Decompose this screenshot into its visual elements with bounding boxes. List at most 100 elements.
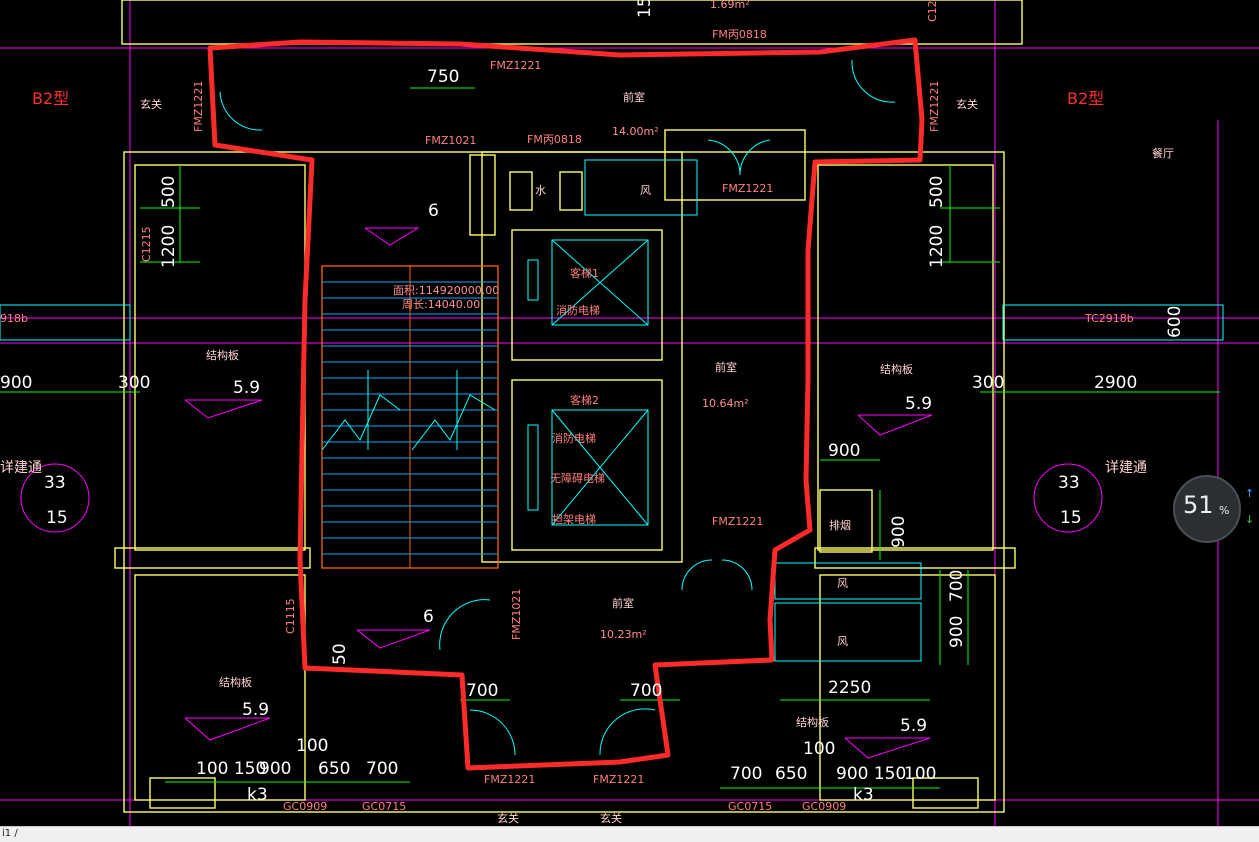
tag-gc0715-left: GC0715 (362, 800, 406, 813)
room-wind-r1: 风 (837, 577, 848, 590)
zoom-unit: % (1219, 504, 1230, 517)
dim-700-br: 700 (630, 681, 662, 701)
room-smoke: 排烟 (829, 518, 851, 532)
axis-33-left: 33 (44, 473, 66, 493)
dim-700-left-2: 700 (366, 759, 398, 779)
dim-500-right: 500 (927, 176, 947, 208)
tag-fmz1221-top: FMZ1221 (490, 59, 541, 72)
elevator-2-sub2: 无障碍电梯 (550, 471, 605, 485)
walls (114, 0, 1023, 813)
room-slab-bl: 结构板 (219, 675, 252, 689)
status-bar: i1 / (0, 826, 1259, 842)
tag-c12: C12 (926, 0, 939, 22)
elevation-left: 5.9 (233, 378, 260, 398)
unit-type-left: B2型 (32, 89, 69, 108)
dim-700-bl: 700 (466, 681, 498, 701)
zoom-value: 51 (1183, 491, 1214, 519)
tag-c1215: C1215 (140, 226, 153, 262)
dim-700-right-2: 700 (730, 764, 762, 784)
elevator-1-title: 客梯1 (570, 266, 599, 280)
dim-6-low: 6 (423, 607, 434, 627)
dim-650-left: 650 (318, 759, 350, 779)
stair (321, 265, 499, 569)
room-lobby-mid: 前室 (715, 360, 737, 374)
room-slab-left: 结构板 (206, 348, 239, 362)
tag-fmz1021-top: FMZ1021 (425, 134, 476, 147)
tag-fmz1221-vleft: FMZ1221 (192, 81, 205, 132)
zoom-up-arrow-icon[interactable]: ↑ (1245, 487, 1255, 500)
tag-top-small: 1.69m² (710, 0, 750, 11)
tag-fmz1221-vright: FMZ1221 (928, 81, 941, 132)
room-slab-right: 结构板 (880, 362, 913, 376)
elevator-2-sub1: 消防电梯 (552, 431, 596, 445)
dim-100-br: 100 (904, 764, 936, 784)
dim-15-top: 15 (635, 0, 655, 18)
room-wind-top: 风 (640, 184, 651, 197)
axis-33-right: 33 (1058, 473, 1080, 493)
tag-k3-right: k3 (853, 785, 874, 805)
dim-300-right: 300 (972, 373, 1004, 393)
elevation-marks (184, 227, 933, 759)
room-entry-br: 玄关 (600, 811, 622, 825)
tag-gc0715-right: GC0715 (728, 800, 772, 813)
elevation-bl: 5.9 (242, 700, 269, 720)
area-lobby-mid: 10.64m² (702, 397, 749, 410)
dim-700-vertical: 700 (947, 570, 967, 602)
tag-fmz1021-v: FMZ1021 (510, 589, 523, 640)
elevation-right: 5.9 (905, 394, 932, 414)
tag-fmz1221-right: FMZ1221 (722, 182, 773, 195)
room-kitchen: 餐厅 (1152, 146, 1174, 160)
dim-750: 750 (427, 67, 459, 87)
room-entry-left: 玄关 (140, 97, 162, 111)
dim-1200-left: 1200 (159, 225, 179, 268)
dim-900-vertical: 900 (889, 516, 909, 548)
status-text: i1 / (2, 828, 18, 839)
dim-6-top: 6 (428, 201, 439, 221)
dim-600: 600 (1165, 306, 1185, 338)
dim-900-left: 900 (0, 373, 32, 393)
zoom-down-arrow-icon[interactable]: ↓ (1245, 513, 1255, 526)
unit-type-right: B2型 (1067, 89, 1104, 108)
axis-15-left: 15 (46, 508, 68, 528)
dim-50: 50 (330, 643, 350, 665)
room-lobby-low: 前室 (612, 596, 634, 610)
tag-fmz1221-bl: FMZ1221 (484, 773, 535, 786)
dim-900-150-right: 900 150 (836, 764, 906, 784)
tag-fmy0818-mid: FM丙0818 (527, 133, 582, 146)
tag-gc0909-left: GC0909 (283, 800, 327, 813)
dim-900-vertical-2: 900 (947, 616, 967, 648)
zoom-ring (1173, 475, 1241, 543)
tag-fmy0818-top: FM丙0818 (712, 28, 767, 41)
dim-1200-right: 1200 (927, 225, 947, 268)
stair-area-text: 面积:114920000.00 (393, 284, 499, 297)
tag-tc2918b-right: TC2918b (1084, 312, 1134, 325)
tag-fmz1221-br: FMZ1221 (593, 773, 644, 786)
tag-c1115: C1115 (284, 598, 297, 634)
room-wind-r2: 风 (837, 635, 848, 648)
dim-100-left: 100 (296, 736, 328, 756)
dim-900-mid: 900 (828, 441, 860, 461)
zoom-indicator[interactable]: 51 % ↑ ↓ (1171, 473, 1259, 547)
tag-gc0909-right: GC0909 (802, 800, 846, 813)
dim-2900-right: 2900 (1094, 373, 1137, 393)
dim-100-right: 100 (803, 739, 835, 759)
dim-300-left: 300 (118, 373, 150, 393)
tag-detail-right: 详建通 (1105, 460, 1147, 476)
tag-fmz1221-lower: FMZ1221 (712, 515, 763, 528)
cyan-lines (0, 59, 1224, 756)
elevator-2-sub3: 担架电梯 (552, 512, 596, 526)
area-lobby-top: 14.00m² (612, 125, 659, 138)
dim-2250: 2250 (828, 678, 871, 698)
stair-perimeter-text: 周长:14040.00 (402, 298, 480, 311)
dim-900-bottom: 900 (259, 759, 291, 779)
axis-15-right: 15 (1060, 508, 1082, 528)
axis-bubbles (20, 463, 1103, 533)
room-water: 水 (535, 184, 546, 197)
room-entry-right: 玄关 (956, 97, 978, 111)
tag-detail-left: 详建通 (0, 460, 42, 476)
tag-tc2918b-left: 918b (0, 312, 28, 325)
elevation-br: 5.9 (900, 716, 927, 736)
